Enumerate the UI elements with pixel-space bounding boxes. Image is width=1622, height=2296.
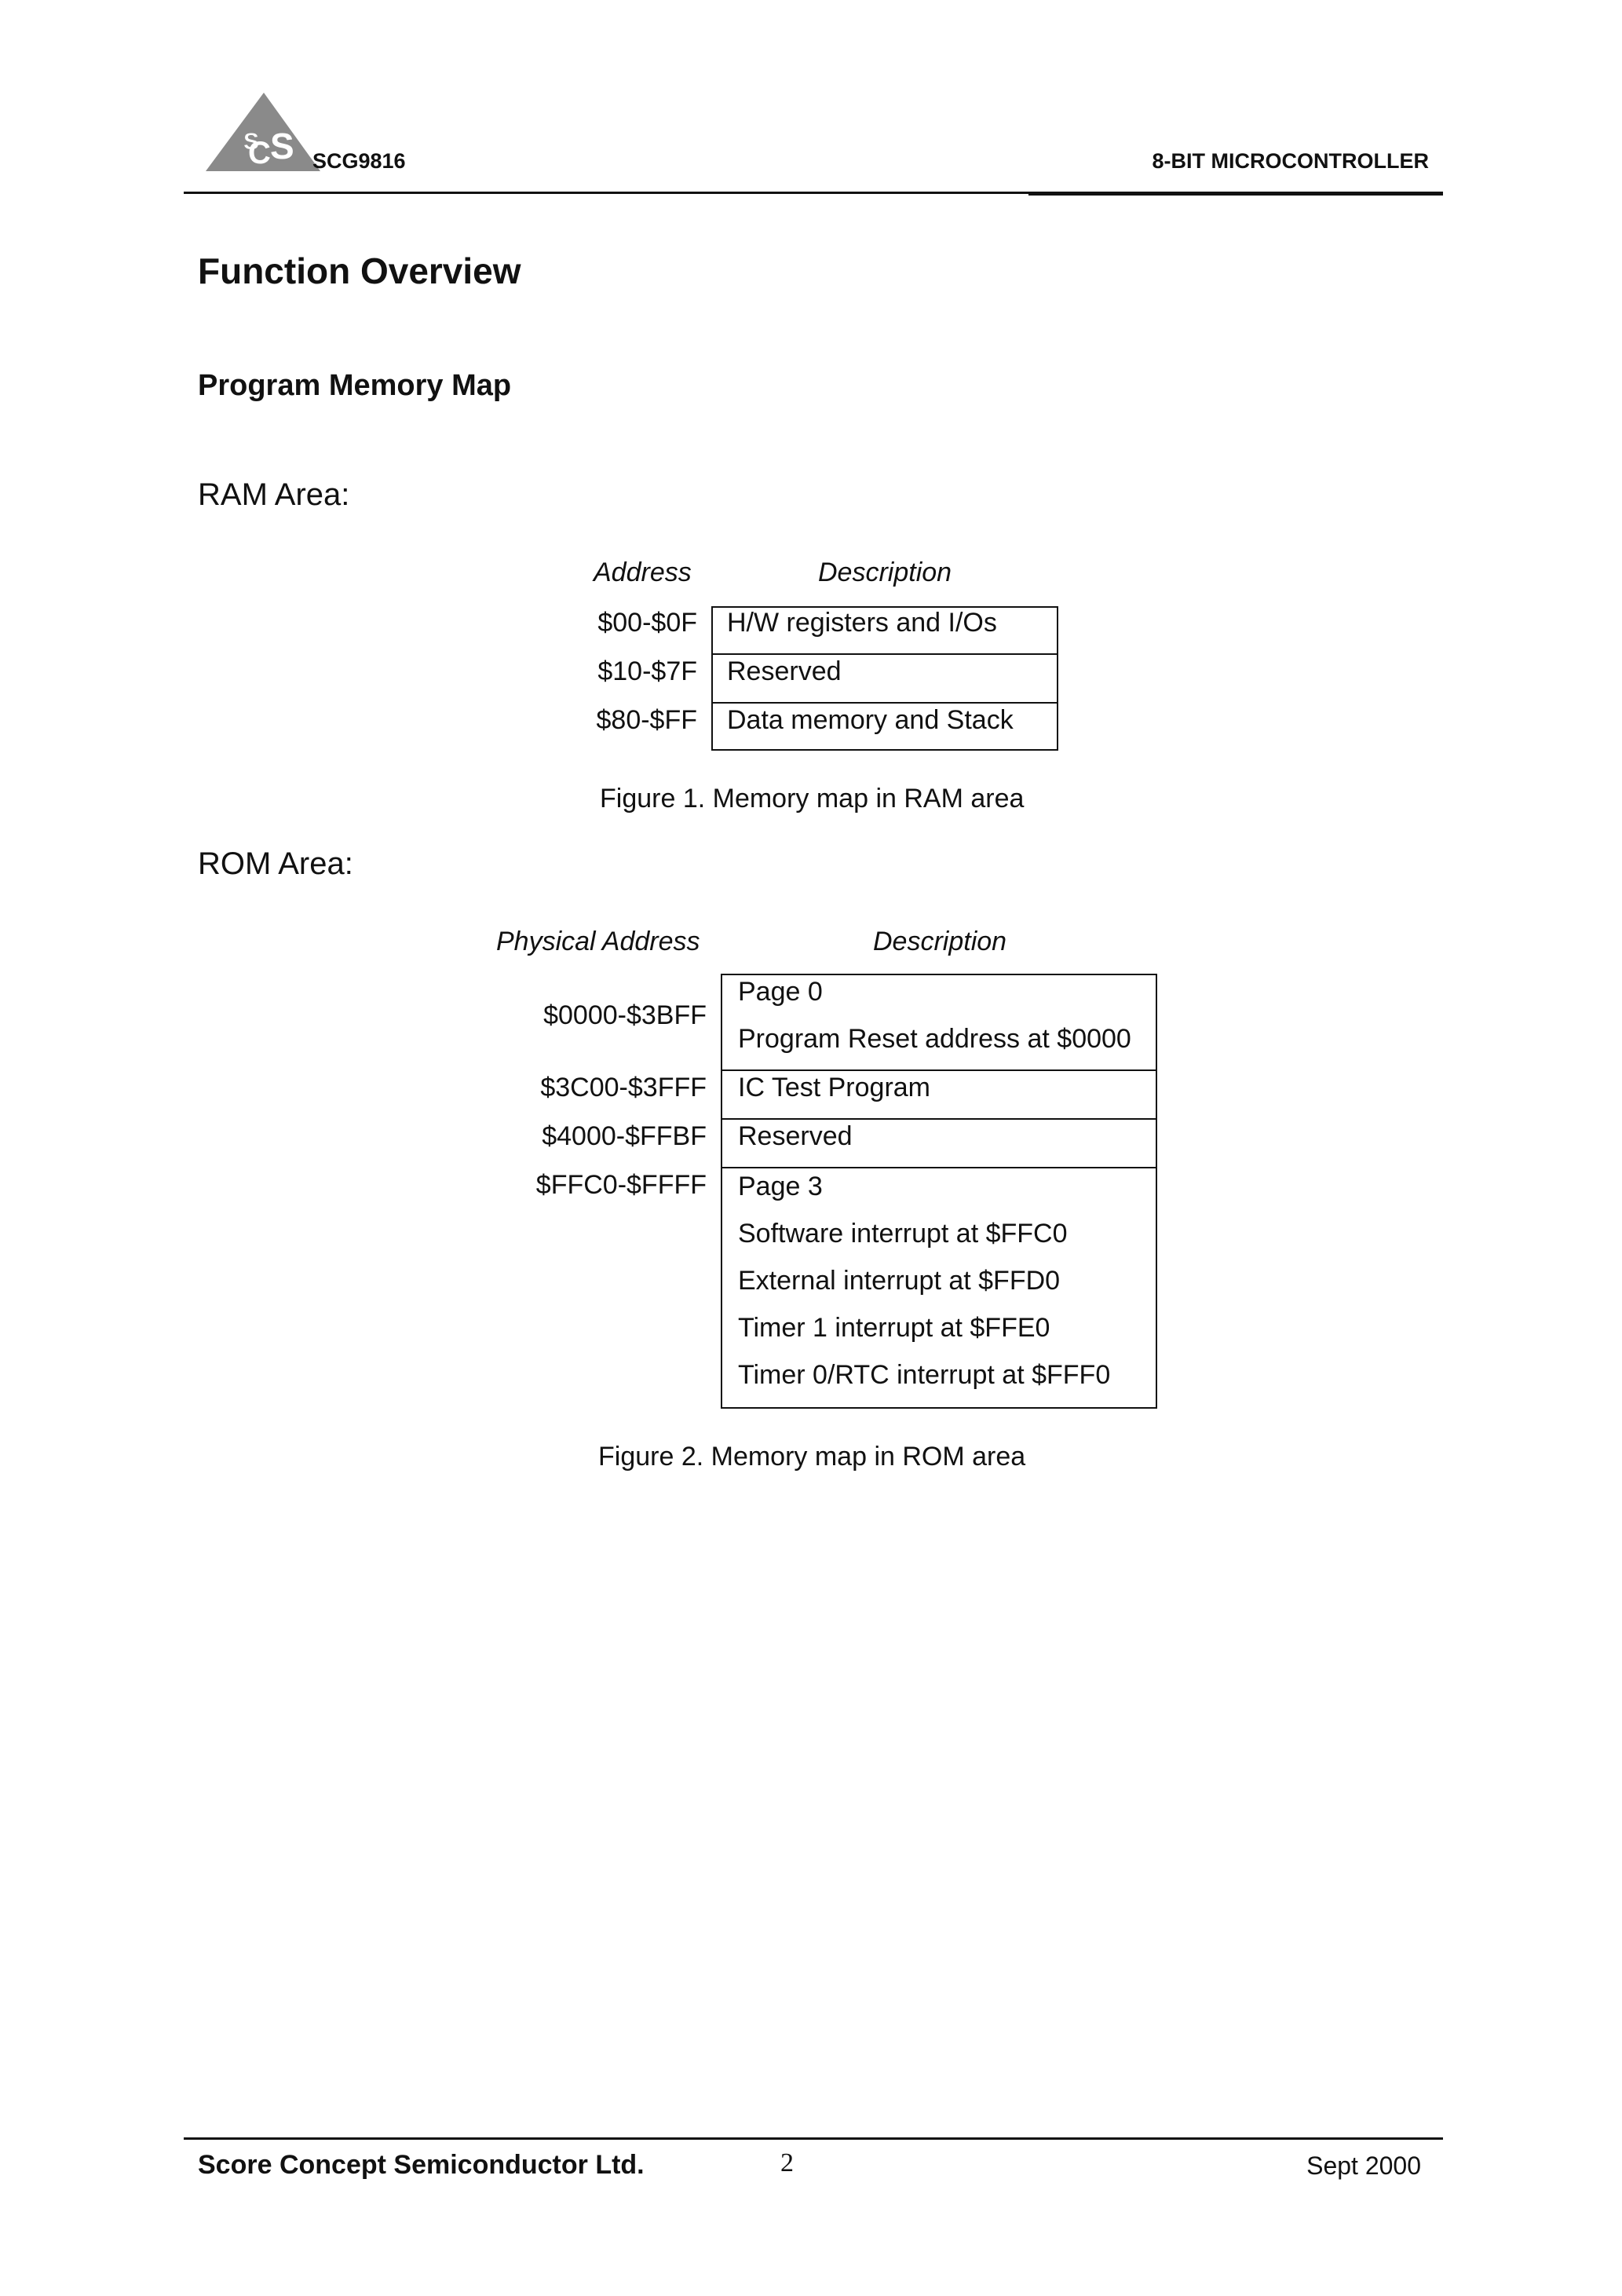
rom-description-line: External interrupt at $FFD0 (738, 1266, 1061, 1296)
footer-rule (184, 2137, 1443, 2140)
page-title: Function Overview (198, 250, 521, 291)
header-product: SCG9816 (312, 149, 406, 173)
rom-address: $0000-$3BFF (543, 1000, 707, 1030)
svg-text:S: S (270, 126, 294, 166)
header-category: 8-BIT MICROCONTROLLER (1152, 149, 1429, 173)
rom-description-line: IC Test Program (738, 1073, 931, 1102)
rom-table (721, 974, 1157, 1409)
ram-description: Reserved (727, 656, 842, 686)
rom-col-address: Physical Address (496, 927, 700, 956)
rom-description-line: Timer 0/RTC interrupt at $FFF0 (738, 1360, 1111, 1390)
rom-address: $FFC0-$FFFF (535, 1170, 707, 1200)
rom-address: $4000-$FFBF (542, 1121, 707, 1151)
ram-row-divider (711, 653, 1058, 655)
rom-heading: ROM Area: (198, 846, 353, 881)
header-rule-accent (1028, 192, 1443, 196)
rom-address: $3C00-$3FFF (540, 1073, 707, 1102)
footer-company: Score Concept Semiconductor Ltd. (198, 2150, 645, 2180)
ram-table (711, 606, 1058, 751)
rom-caption: Figure 2. Memory map in ROM area (598, 1442, 1026, 1472)
ram-address: $80-$FF (596, 705, 698, 735)
rom-description-line: Program Reset address at $0000 (738, 1024, 1131, 1054)
ram-description: Data memory and Stack (727, 705, 1014, 735)
ram-row-divider (711, 702, 1058, 704)
ram-description: H/W registers and I/Os (727, 608, 997, 638)
rom-description-line: Timer 1 interrupt at $FFE0 (738, 1313, 1050, 1343)
rom-row-divider (721, 1118, 1157, 1120)
section-subtitle: Program Memory Map (198, 369, 512, 402)
header-rule (184, 192, 1443, 194)
rom-description-line: Page 0 (738, 977, 823, 1007)
scs-logo: S C S (206, 93, 320, 171)
rom-description-line: Page 3 (738, 1172, 823, 1201)
svg-text:S: S (243, 129, 259, 155)
ram-heading: RAM Area: (198, 477, 350, 512)
footer-date: Sept 2000 (1306, 2152, 1421, 2180)
rom-description-line: Reserved (738, 1121, 853, 1151)
page-number: 2 (780, 2148, 794, 2177)
ram-address: $10-$7F (597, 656, 697, 686)
rom-row-divider (721, 1167, 1157, 1168)
rom-row-divider (721, 1069, 1157, 1071)
ram-address: $00-$0F (597, 608, 697, 638)
svg-text:C: C (248, 136, 271, 170)
rom-description-line: Software interrupt at $FFC0 (738, 1219, 1068, 1249)
ram-col-address: Address (594, 558, 692, 587)
ram-col-description: Description (818, 558, 952, 587)
ram-caption: Figure 1. Memory map in RAM area (600, 784, 1025, 813)
rom-col-description: Description (873, 927, 1007, 956)
